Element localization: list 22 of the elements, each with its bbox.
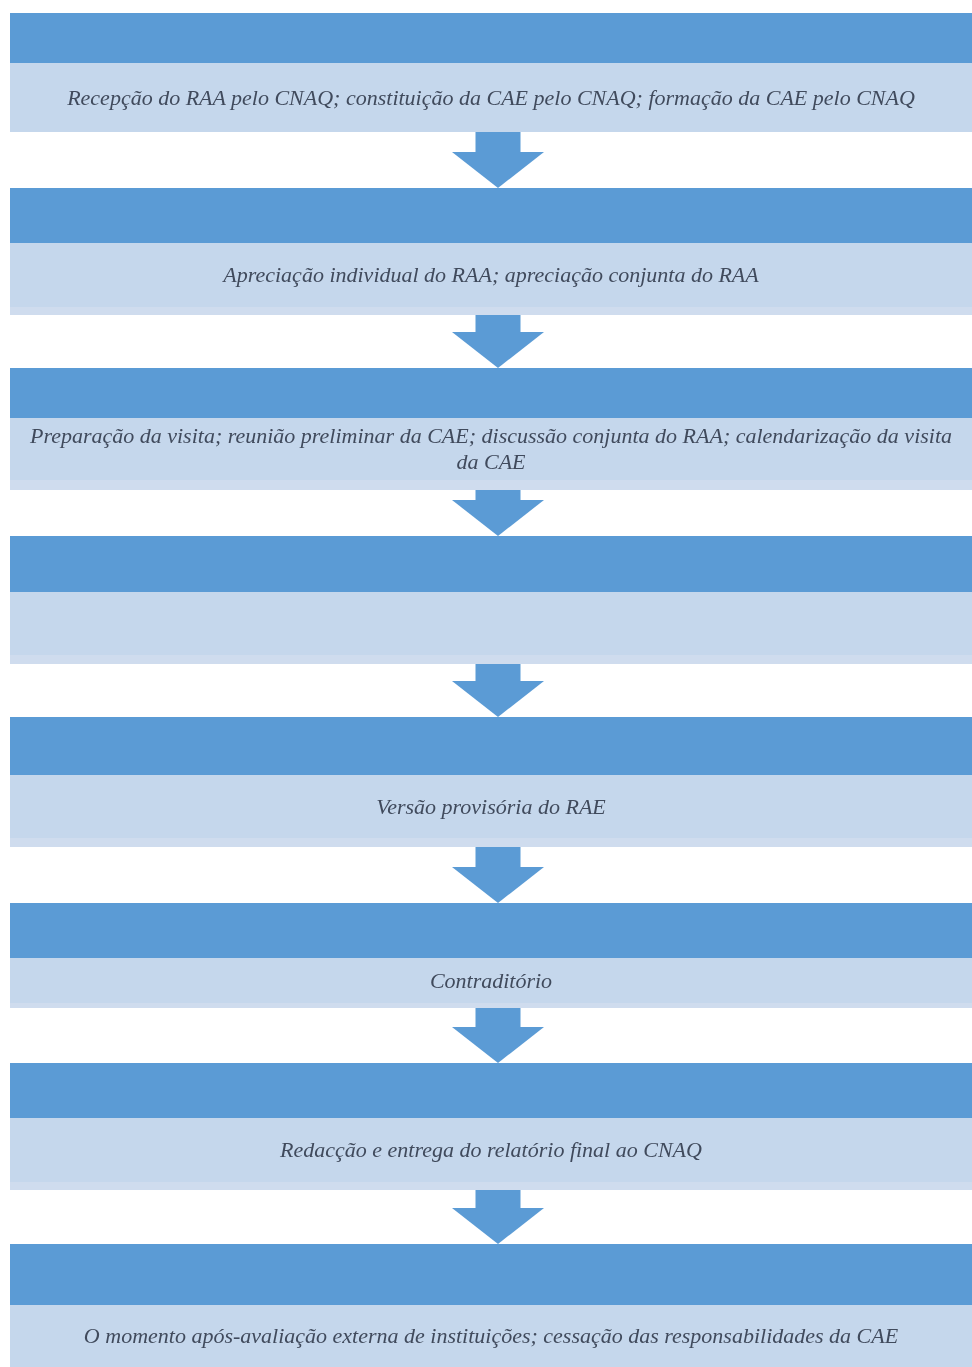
process-box: [10, 188, 972, 315]
block-arrow: [452, 315, 544, 368]
process-box: [10, 717, 972, 847]
block-arrow: [452, 132, 544, 188]
block-arrow: [452, 490, 544, 536]
process-box: [10, 368, 972, 490]
stage-text: Contraditório: [429, 967, 553, 994]
process-box: [10, 13, 972, 132]
stage-text: Recepção do RAA pelo CNAQ; constituição da CAE pelo CNAQ; formação da CAE pelo CNAQ: [67, 84, 915, 111]
stage-text: O momento após-avaliação externa de instituições; cessação das responsabilidades da CAE: [83, 1323, 899, 1349]
process-box: [10, 1244, 972, 1367]
stage-text: Apreciação individual do RAA; apreciação conjunta do RAA: [223, 262, 759, 288]
stage-text: Versão provisória do RAE: [376, 793, 606, 820]
process-box: [10, 1063, 972, 1190]
block-arrow: [452, 664, 544, 717]
process-box: [10, 903, 972, 1008]
process-box: [10, 536, 972, 664]
stage-text: Redacção e entrega do relatório final ao CNAQ: [280, 1137, 702, 1163]
block-arrow: [452, 847, 544, 903]
block-arrow: [452, 1190, 544, 1244]
block-arrow: [452, 1008, 544, 1063]
stage-text: Preparação da visita; reunião preliminar da CAE; discussão conjunta do RAA; calendarização da visita da CAE: [28, 423, 954, 475]
